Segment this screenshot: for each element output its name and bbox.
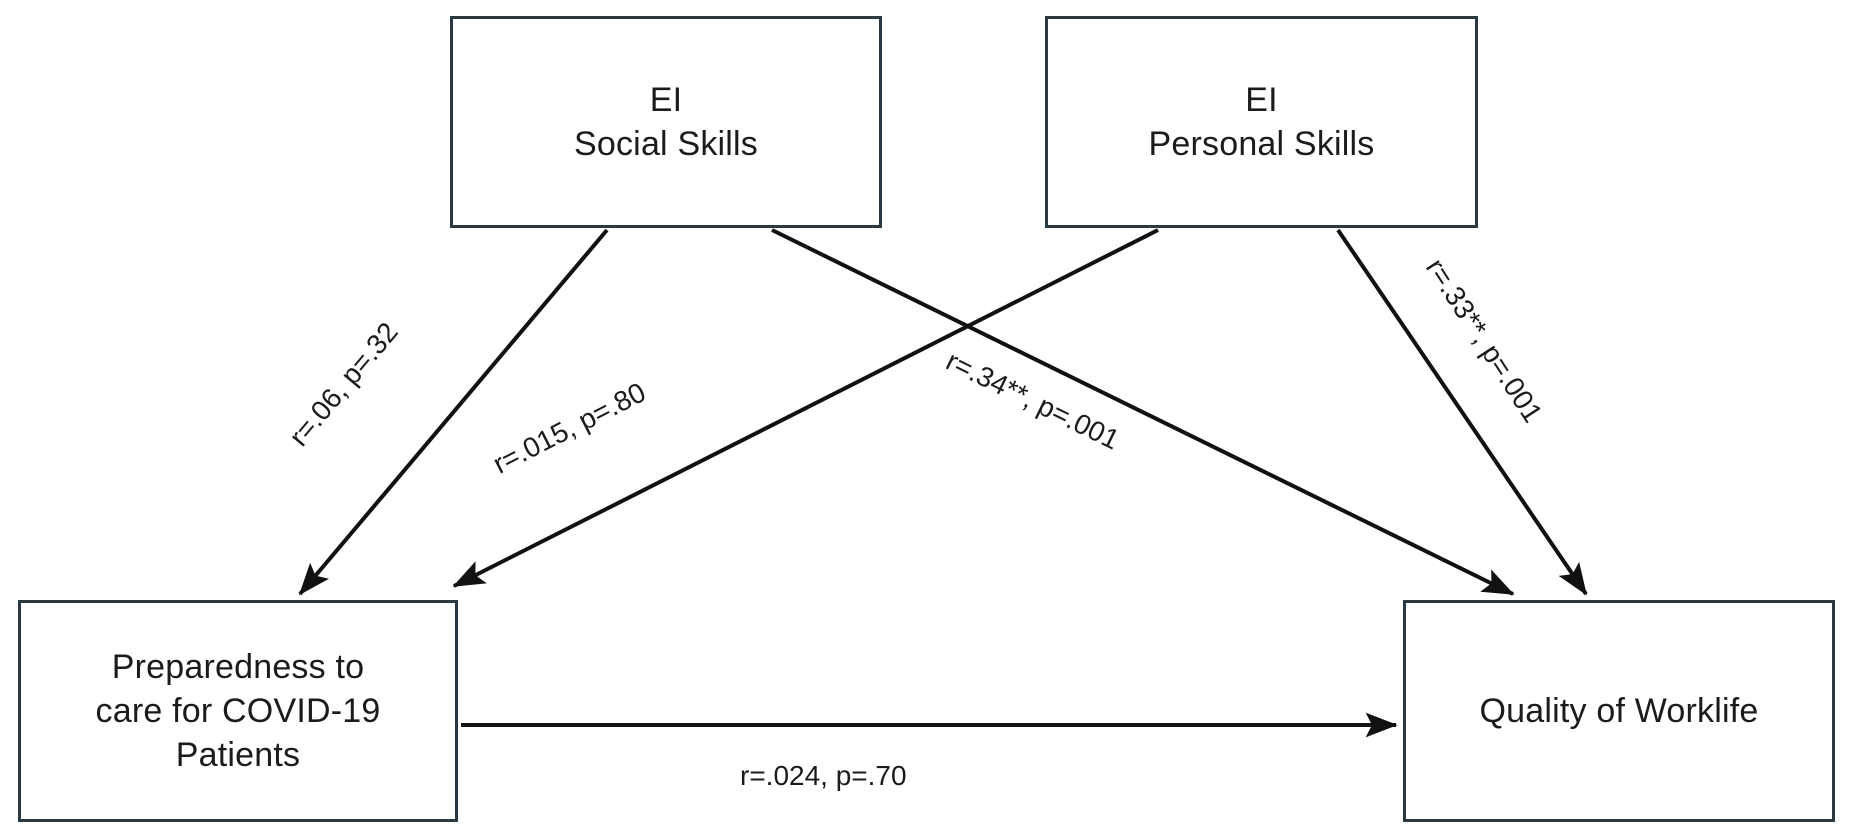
node-preparedness[interactable]: Preparedness to care for COVID-19 Patien…: [18, 600, 458, 822]
node-quality-of-worklife[interactable]: Quality of Worklife: [1403, 600, 1835, 822]
edge-personal-to-worklife: [1336, 228, 1588, 596]
edge-social-to-preparedness: [298, 228, 609, 596]
edge-personal-to-preparedness: [452, 228, 1159, 588]
node-ei-social-skills-label: EI Social Skills: [574, 80, 758, 163]
edge-social-to-worklife: [771, 228, 1515, 596]
edge-label-preparedness-to-worklife: r=.024, p=.70: [740, 760, 907, 791]
node-quality-of-worklife-label: Quality of Worklife: [1479, 691, 1759, 730]
node-ei-personal-skills[interactable]: EI Personal Skills: [1045, 16, 1478, 228]
node-preparedness-label: Preparedness to care for COVID-19 Patien…: [95, 647, 381, 775]
node-ei-social-skills[interactable]: EI Social Skills: [450, 16, 882, 228]
node-ei-personal-skills-label: EI Personal Skills: [1148, 80, 1375, 163]
